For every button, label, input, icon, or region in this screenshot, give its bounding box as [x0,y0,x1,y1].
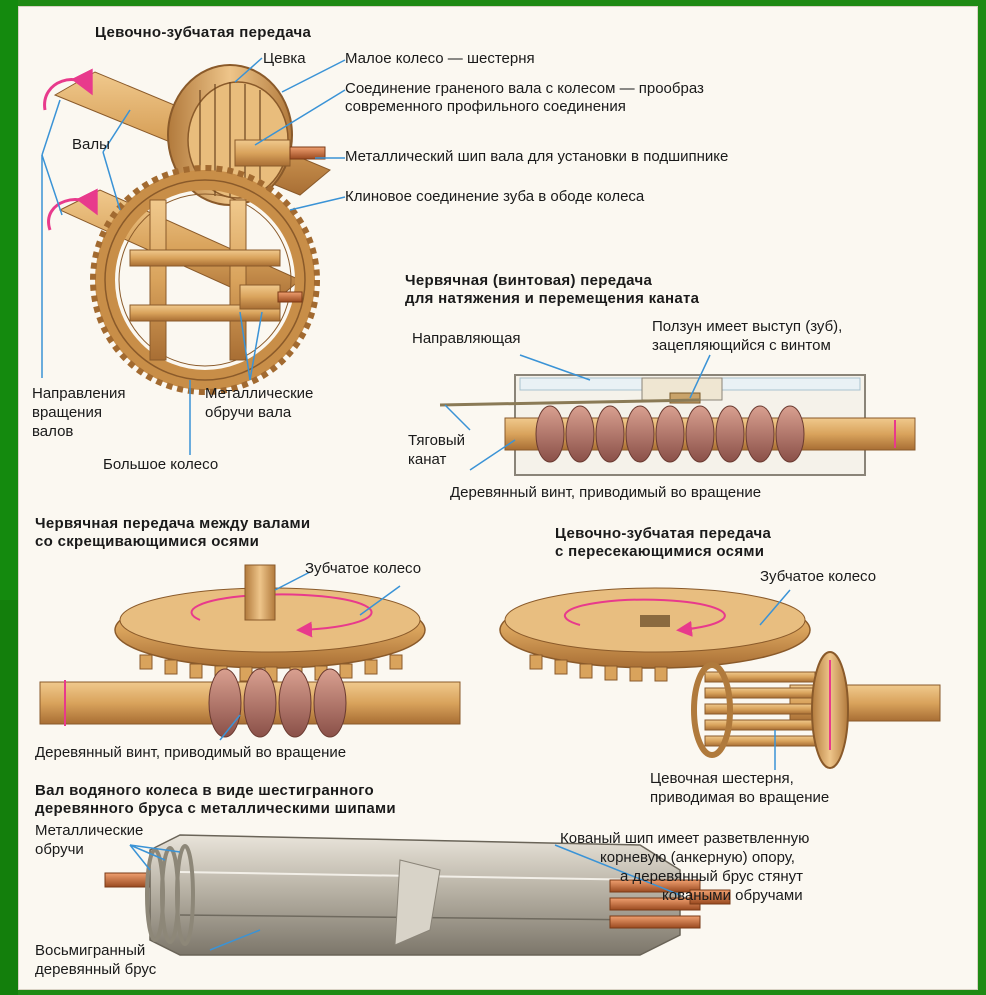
label-octagon-line1: Восьмигранный [35,942,145,960]
pin-gear-drive-illustration [45,65,330,392]
label-big-wheel: Большое колесо [103,456,218,474]
label-faceted-line1: Соединение граненого вала с колесом — пр… [345,80,704,98]
worm-section-title-line1: Червячная (винтовая) передача [405,272,652,290]
intersecting-axes-illustration [500,588,940,768]
crossed-section-title-line2: со скрещивающимися осями [35,533,259,551]
shaft-section-title-line1: Вал водяного колеса в виде шестигранного [35,782,374,800]
label-guide: Направляющая [412,330,521,348]
shaft-section-title-line2: деревянного бруса с металлическими шипам… [35,800,396,818]
label-small-wheel: Малое колесо — шестерня [345,50,535,68]
intersect-section-title-line2: с пересекающимися осями [555,543,764,561]
label-pin-gear-line1: Цевочная шестерня, [650,770,794,788]
label-valy: Валы [72,136,110,154]
top-section-title: Цевочно-зубчатая передача [95,24,311,42]
label-directions-line3: валов [32,423,73,441]
label-directions-line2: вращения [32,404,102,422]
label-forged-line3: а деревянный брус стянут [620,868,803,886]
label-slider-line2: зацепляющийся с винтом [652,337,831,355]
label-gear-wheel-right: Зубчатое колесо [760,568,876,586]
label-forged-line2: корневую (анкерную) опору, [600,849,795,867]
worm-rope-drive-illustration [440,375,915,475]
label-hoops-line2: обручи [35,841,84,859]
worm-section-title-line2: для натяжения и перемещения каната [405,290,699,308]
label-wooden-screw-bottom: Деревянный винт, приводимый во вращение [35,744,346,762]
label-hoops-line1: Металлические [35,822,143,840]
label-wooden-screw-top: Деревянный винт, приводимый во вращение [450,484,761,502]
label-metal-hoops-line2: обручи вала [205,404,291,422]
label-faceted-line2: современного профильного соединения [345,98,626,116]
label-octagon-line2: деревянный брус [35,961,156,979]
label-forged-line4: коваными обручами [662,887,803,905]
label-slider-line1: Ползун имеет выступ (зуб), [652,318,842,336]
label-rope-line2: канат [408,451,446,469]
label-metal-hoops-line1: Металлические [205,385,313,403]
label-forged-line1: Кованый шип имеет разветвленную [560,830,809,848]
crossed-section-title-line1: Червячная передача между валами [35,515,310,533]
label-metal-pin: Металлический шип вала для установки в п… [345,148,728,166]
label-wedge: Клиновое соединение зуба в ободе колеса [345,188,644,206]
crossed-axes-worm-illustration [40,565,460,737]
label-cevka: Цевка [263,50,306,68]
intersect-section-title-line1: Цевочно-зубчатая передача [555,525,771,543]
label-directions-line1: Направления [32,385,126,403]
label-rope-line1: Тяговый [408,432,465,450]
label-pin-gear-line2: приводимая во вращение [650,789,829,807]
label-gear-wheel-left: Зубчатое колесо [305,560,421,578]
